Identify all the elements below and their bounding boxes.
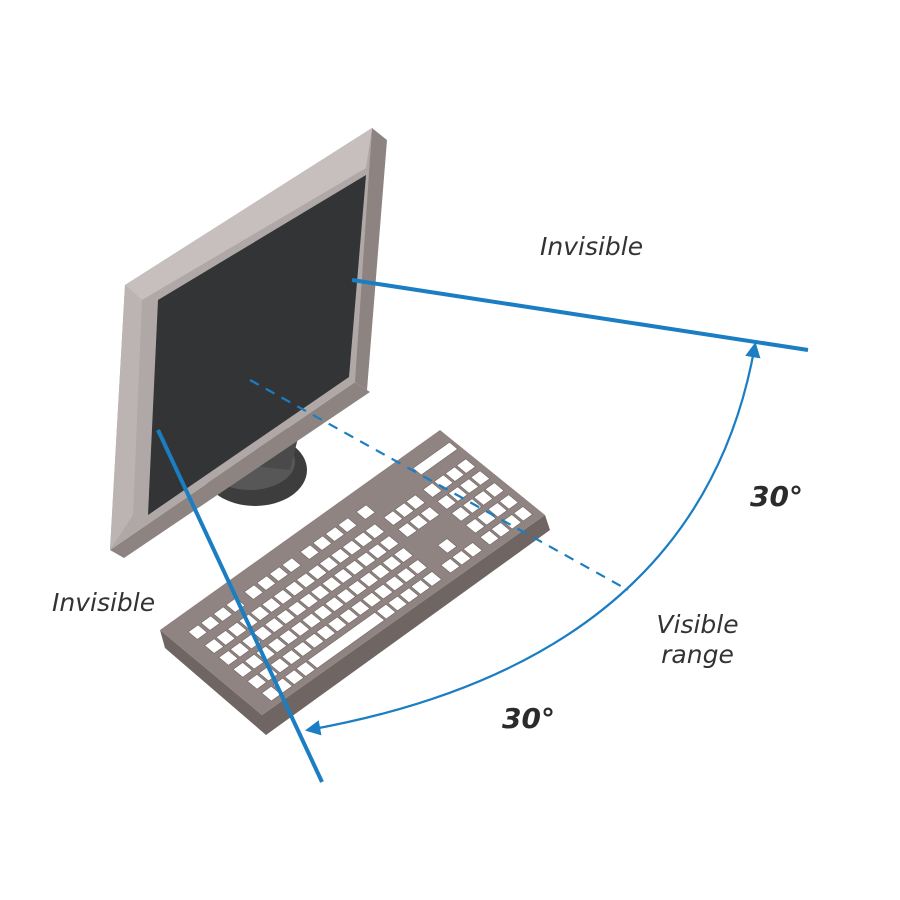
invisible-top-label: Invisible <box>540 232 644 261</box>
visible-range-label: Visible range <box>650 610 745 670</box>
keyboard-key <box>264 617 285 633</box>
invisible-left-label: Invisible <box>52 588 156 617</box>
monitor-screen <box>148 175 366 515</box>
keyboard-key <box>275 609 296 625</box>
keyboard-key <box>267 637 288 653</box>
keyboard-key <box>232 662 253 678</box>
visible-range-arc <box>304 341 761 736</box>
visible-range-line1: Visible <box>656 610 739 639</box>
keyboard-key <box>256 575 277 591</box>
keyboard-key <box>187 624 208 640</box>
keyboard-key <box>225 597 246 613</box>
keyboard-key <box>252 625 273 642</box>
keyboard-key <box>269 566 289 582</box>
keyboard-key <box>213 606 233 622</box>
upper-limit-line <box>351 278 809 352</box>
angle-upper-label: 30° <box>750 480 803 513</box>
keyboard-key <box>269 657 290 674</box>
visible-range-line2: range <box>661 640 734 669</box>
keyboard-key <box>284 669 305 685</box>
keyboard-key <box>204 638 225 654</box>
keyboard-key <box>273 589 293 605</box>
angle-lower-label: 30° <box>502 702 555 735</box>
keyboard-key <box>281 649 302 665</box>
keyboard-key <box>218 650 239 666</box>
keyboard-key <box>244 653 265 670</box>
keyboard-key <box>229 642 250 658</box>
keyboard-key <box>243 584 264 600</box>
keyboard-key <box>278 629 299 645</box>
keyboard-key <box>284 580 305 597</box>
keyboard-key <box>227 621 248 638</box>
keyboard-key <box>250 605 271 621</box>
keyboard-key <box>281 557 302 573</box>
keyboard-key <box>215 630 236 646</box>
lower-limit-line <box>156 429 324 783</box>
keyboard-key <box>200 615 221 631</box>
keyboard-key <box>261 597 282 613</box>
keyboard-key <box>246 674 267 690</box>
